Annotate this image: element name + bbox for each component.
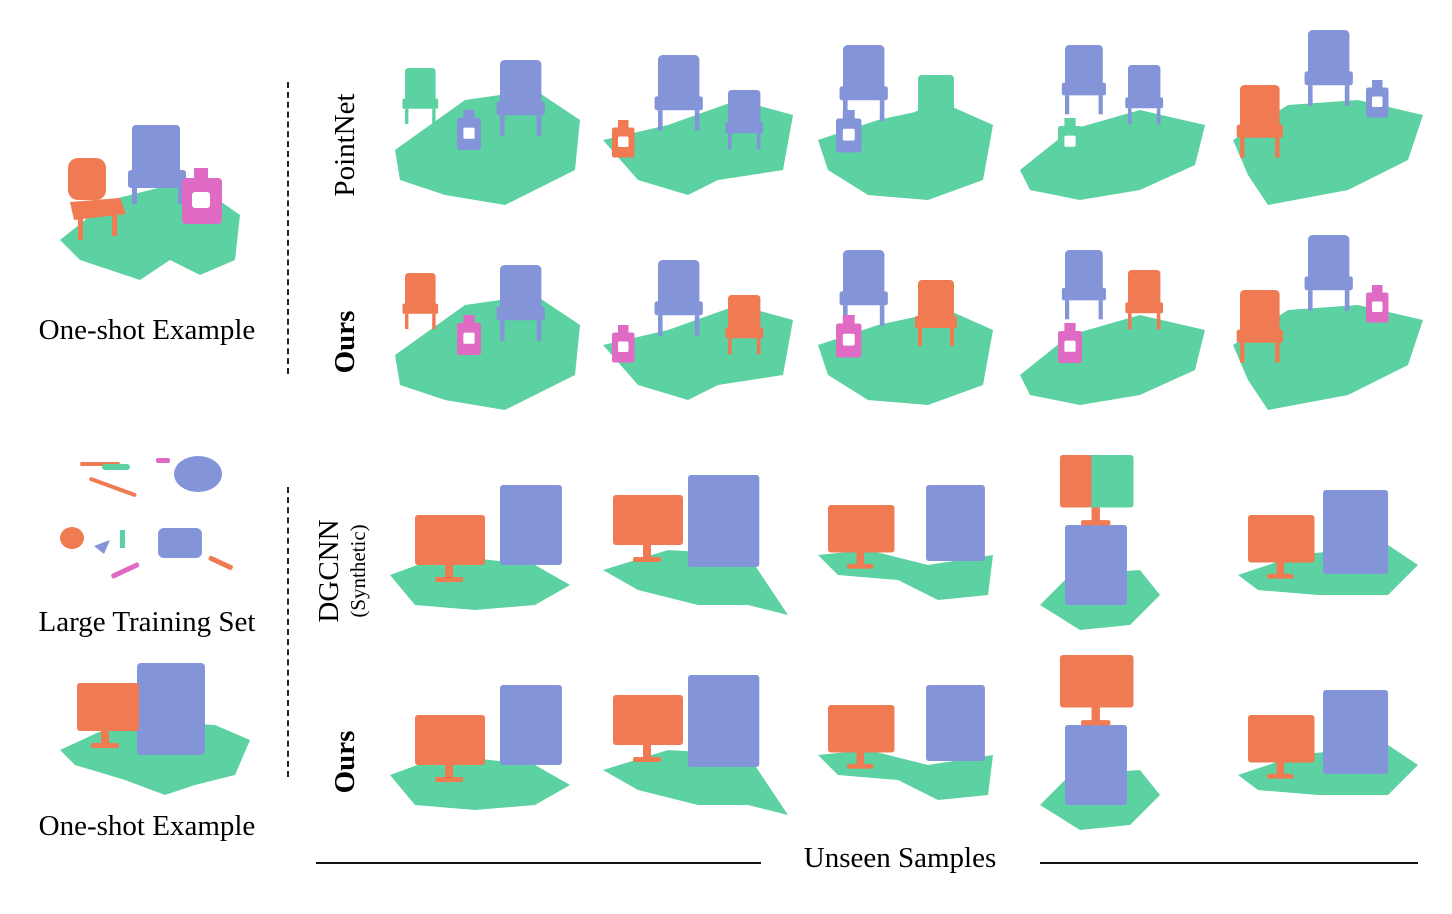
cabinet: [926, 485, 985, 561]
result-cell-row2-col3: [818, 250, 993, 405]
floor-point-cloud: [818, 105, 993, 200]
monitor: [828, 705, 895, 769]
chair-1: [654, 55, 703, 131]
chair-2: [1125, 270, 1164, 330]
large-training-set-caption: Large Training Set: [38, 606, 256, 638]
result-cell-row1-col4: [1020, 45, 1205, 200]
result-cell-row4-col5: [1238, 690, 1418, 795]
chair-2: [725, 90, 764, 150]
top-one-shot-caption: One-shot Example: [38, 314, 256, 346]
unseen-samples-label: Unseen Samples: [803, 842, 997, 874]
result-cell-row2-col2: [603, 260, 793, 400]
cabinet: [500, 685, 562, 765]
stand: [612, 325, 635, 363]
row-label-ours-bottom: Ours: [329, 730, 361, 794]
bottom-one-shot-caption: One-shot Example: [38, 810, 256, 842]
row-label-dgcnn-main: DGCNN: [313, 519, 345, 623]
chair-2: [1125, 65, 1164, 125]
result-cell-row3-col5: [1238, 490, 1418, 595]
chair-2: [496, 60, 545, 136]
monitor: [1248, 715, 1315, 779]
result-cell-row3-col3: [818, 485, 993, 600]
chair-1: [839, 45, 888, 121]
chair-1: [1061, 250, 1106, 320]
row-label-dgcnn: DGCNN (Synthetic): [311, 491, 373, 651]
row-label-dgcnn-sub: (Synthetic): [346, 524, 370, 618]
monitor: [415, 715, 485, 782]
result-cell-row3-col2: [603, 475, 788, 615]
result-cell-row4-col1: [390, 685, 570, 810]
row-label-ours-top: Ours: [329, 310, 361, 374]
cabinet: [926, 685, 985, 761]
result-cell-row4-col4: [1040, 655, 1160, 830]
large-training-set-image: [60, 456, 233, 579]
chair-1: [1236, 290, 1283, 363]
chair-2: [1304, 30, 1353, 106]
monitor: [415, 515, 485, 582]
chair-1: [654, 260, 703, 336]
stand: [457, 315, 481, 355]
monitor: [613, 695, 683, 762]
monitor: [613, 495, 683, 562]
cabinet: [1065, 725, 1127, 805]
floor-point-cloud: [390, 555, 570, 610]
cabinet: [500, 485, 562, 565]
chair-1: [839, 250, 888, 326]
floor-point-cloud: [818, 310, 993, 405]
monitor: [1248, 515, 1315, 579]
result-cell-row1-col3: [818, 45, 993, 200]
footer-rule-right: [1040, 862, 1418, 864]
stand: [1058, 118, 1082, 158]
result-cell-row1-col1: [395, 60, 580, 205]
chair-2: [1304, 235, 1353, 311]
result-cell-row4-col2: [603, 675, 788, 815]
one-shot-example-chairs-image: [60, 125, 240, 280]
result-cell-row2-col4: [1020, 250, 1205, 405]
result-cell-row3-col4: [1040, 455, 1160, 630]
footer-rule-left: [316, 862, 761, 864]
bottom-dashed-separator: [287, 487, 289, 777]
result-cell-row4-col3: [818, 685, 993, 800]
cabinet: [1065, 525, 1127, 605]
result-cell-row1-col5: [1233, 30, 1423, 205]
result-cell-row1-col2: [603, 55, 793, 195]
cabinet: [1323, 690, 1389, 774]
floor-point-cloud: [395, 90, 580, 205]
chair-2: [915, 280, 957, 346]
stand: [1366, 80, 1389, 118]
stand: [836, 110, 862, 153]
monitor: [828, 505, 895, 569]
floor-point-cloud: [1020, 315, 1205, 405]
stand: [836, 315, 862, 358]
chair-2: [725, 295, 764, 355]
chair-1: [402, 273, 439, 330]
cabinet: [1323, 490, 1389, 574]
floor-point-cloud: [390, 755, 570, 810]
chair-1: [402, 68, 439, 125]
chair-1: [1061, 45, 1106, 115]
result-cell-row2-col1: [395, 265, 580, 410]
monitor: [1060, 655, 1134, 726]
chair-2: [496, 265, 545, 341]
result-cell-row2-col5: [1233, 235, 1423, 410]
chair-1: [1236, 85, 1283, 158]
chair-2: [915, 75, 957, 141]
result-cell-row3-col1: [390, 485, 570, 610]
stand: [612, 120, 635, 158]
floor-point-cloud: [395, 295, 580, 410]
floor-point-cloud: [1020, 110, 1205, 200]
stand: [457, 110, 481, 150]
cabinet: [688, 475, 760, 567]
one-shot-example-monitor-cabinet-image: [60, 663, 250, 795]
row-label-pointnet: PointNet: [329, 93, 361, 197]
top-dashed-separator: [287, 82, 289, 374]
monitor: [1060, 455, 1134, 526]
cabinet: [688, 675, 760, 767]
stand: [1058, 323, 1082, 363]
stand: [1366, 285, 1389, 323]
